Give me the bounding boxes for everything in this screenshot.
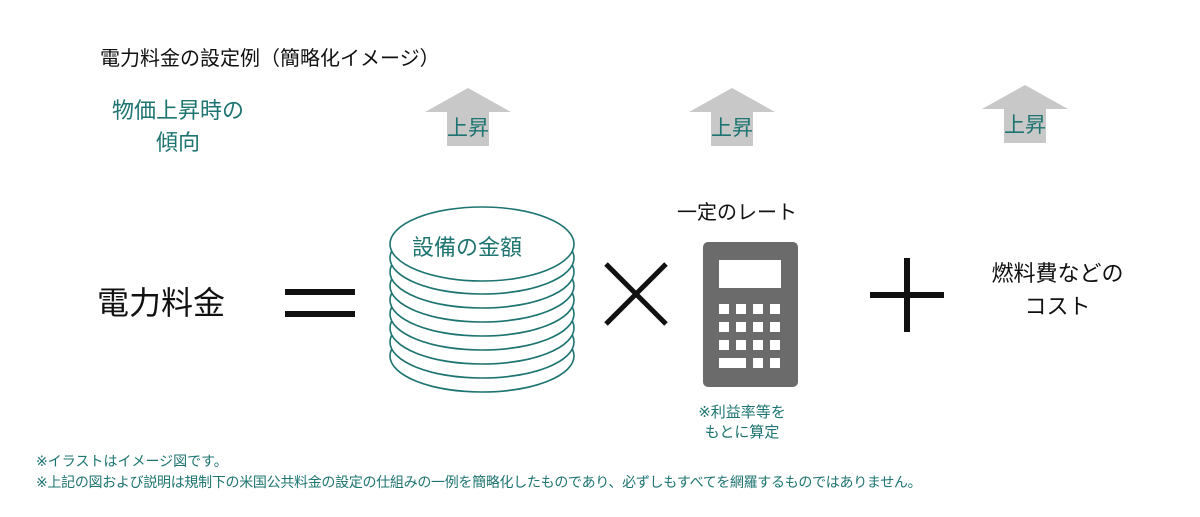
coin-stack-icon: [389, 206, 575, 393]
rate-label: 一定のレート: [677, 200, 797, 224]
up-arrow-icon: [689, 88, 775, 146]
up-arrow-icon: [425, 88, 511, 146]
calculator-icon: [703, 242, 798, 387]
rate-note-line: ※利益率等を: [698, 403, 786, 421]
trend-label-line: 傾向: [155, 131, 200, 156]
electricity-fee-label: 電力料金: [97, 284, 226, 322]
fuel-cost-line: コスト: [1024, 295, 1091, 320]
rise-label: 上昇: [711, 116, 753, 140]
equipment-amount-label: 設備の金額: [412, 236, 523, 261]
rate-note: ※利益率等を もとに算定: [690, 402, 794, 442]
equals-sign: [285, 311, 355, 317]
equals-sign: [285, 289, 355, 295]
rise-label: 上昇: [1004, 113, 1046, 137]
page-title: 電力料金の設定例（簡略化イメージ）: [100, 46, 440, 70]
footnote: ※イラストはイメージ図です。: [36, 454, 228, 470]
trend-label-line: 物価上昇時の: [111, 99, 244, 124]
footnote: ※上記の図および説明は規制下の米国公共料金の設定の仕組みの一例を簡略化したもので…: [36, 475, 922, 491]
fuel-cost-line: 燃料費などの: [991, 262, 1124, 287]
plus-sign: [904, 258, 910, 332]
multiply-sign: [604, 262, 668, 326]
up-arrow-icon: [982, 85, 1068, 143]
fuel-cost-label: 燃料費などの コスト: [975, 258, 1140, 324]
rate-note-line: もとに算定: [704, 423, 780, 441]
trend-label: 物価上昇時の 傾向: [92, 96, 264, 160]
rise-label: 上昇: [447, 116, 489, 140]
